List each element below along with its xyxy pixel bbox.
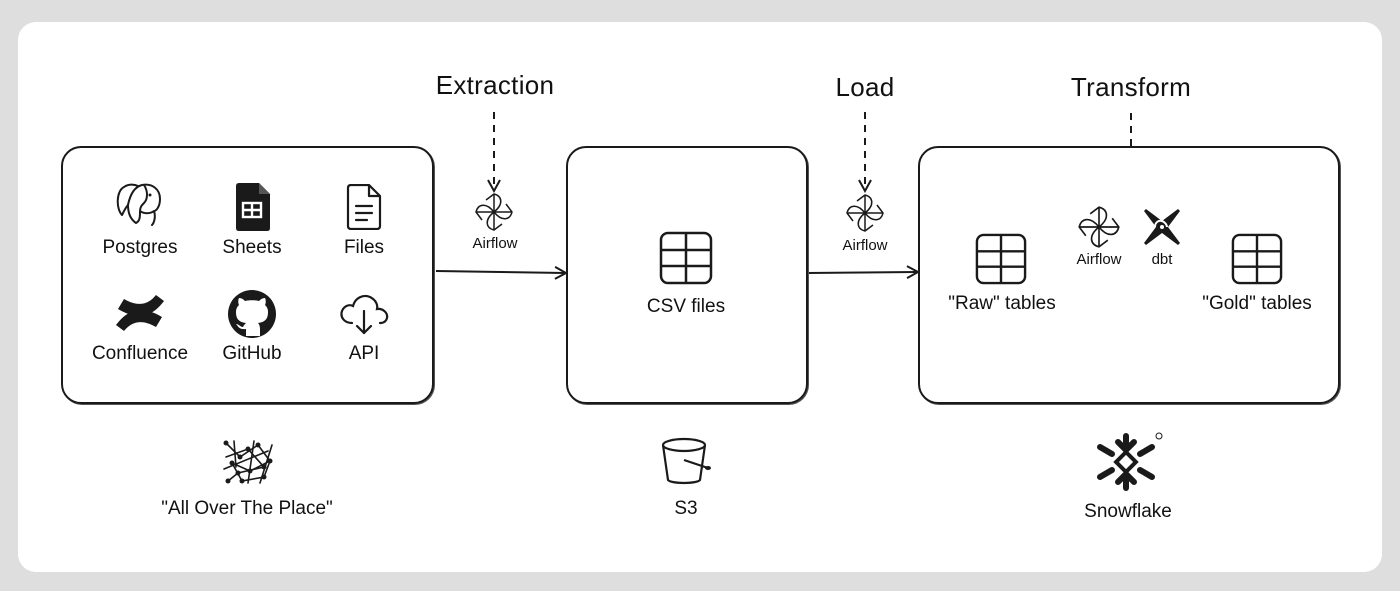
gold-table-icon bbox=[1231, 233, 1283, 285]
gold-tables-label: "Gold" tables bbox=[1202, 293, 1312, 314]
raw-table-icon bbox=[975, 233, 1027, 285]
file-icon bbox=[346, 184, 382, 230]
cloud-download-icon bbox=[340, 294, 389, 335]
staging-caption: S3 bbox=[674, 498, 698, 519]
source-label-github: GitHub bbox=[222, 343, 282, 364]
staging-table-label: CSV files bbox=[646, 296, 726, 317]
tangled-network-icon bbox=[223, 440, 273, 484]
bucket-icon bbox=[661, 437, 711, 485]
source-label-files: Files bbox=[343, 237, 385, 258]
stage-transform-heading: Transform bbox=[1070, 72, 1192, 102]
airflow-transform-icon bbox=[1078, 206, 1120, 248]
stage-load-heading: Load bbox=[835, 72, 895, 102]
dbt-icon bbox=[1144, 209, 1180, 245]
google-sheets-icon bbox=[236, 183, 270, 231]
github-icon bbox=[228, 290, 276, 338]
warehouse-caption: Snowflake bbox=[1084, 501, 1172, 522]
sources-caption: "All Over The Place" bbox=[161, 498, 333, 519]
transform-tool-label: Airflow bbox=[1076, 251, 1122, 268]
load-tool-label: Airflow bbox=[842, 237, 888, 254]
table-grid-icon bbox=[659, 231, 713, 285]
confluence-icon bbox=[116, 295, 164, 331]
flow-arrow-s3-to-snowflake bbox=[806, 272, 917, 273]
source-label-confluence: Confluence bbox=[91, 343, 189, 364]
source-label-sheets: Sheets bbox=[222, 237, 282, 258]
airflow-load-icon bbox=[846, 194, 884, 232]
source-label-postgres: Postgres bbox=[102, 237, 178, 258]
warehouse-box bbox=[918, 146, 1340, 404]
airflow-extraction-icon bbox=[475, 193, 513, 231]
stage-extraction-heading: Extraction bbox=[435, 70, 555, 100]
extraction-tool-label: Airflow bbox=[472, 235, 518, 252]
flow-arrow-sources-to-s3 bbox=[435, 271, 565, 273]
snowflake-logo-icon bbox=[1097, 432, 1163, 491]
transform-dbt-label: dbt bbox=[1151, 251, 1173, 268]
raw-tables-label: "Raw" tables bbox=[948, 293, 1056, 314]
postgres-elephant-icon bbox=[116, 183, 161, 226]
source-label-api: API bbox=[348, 343, 380, 364]
